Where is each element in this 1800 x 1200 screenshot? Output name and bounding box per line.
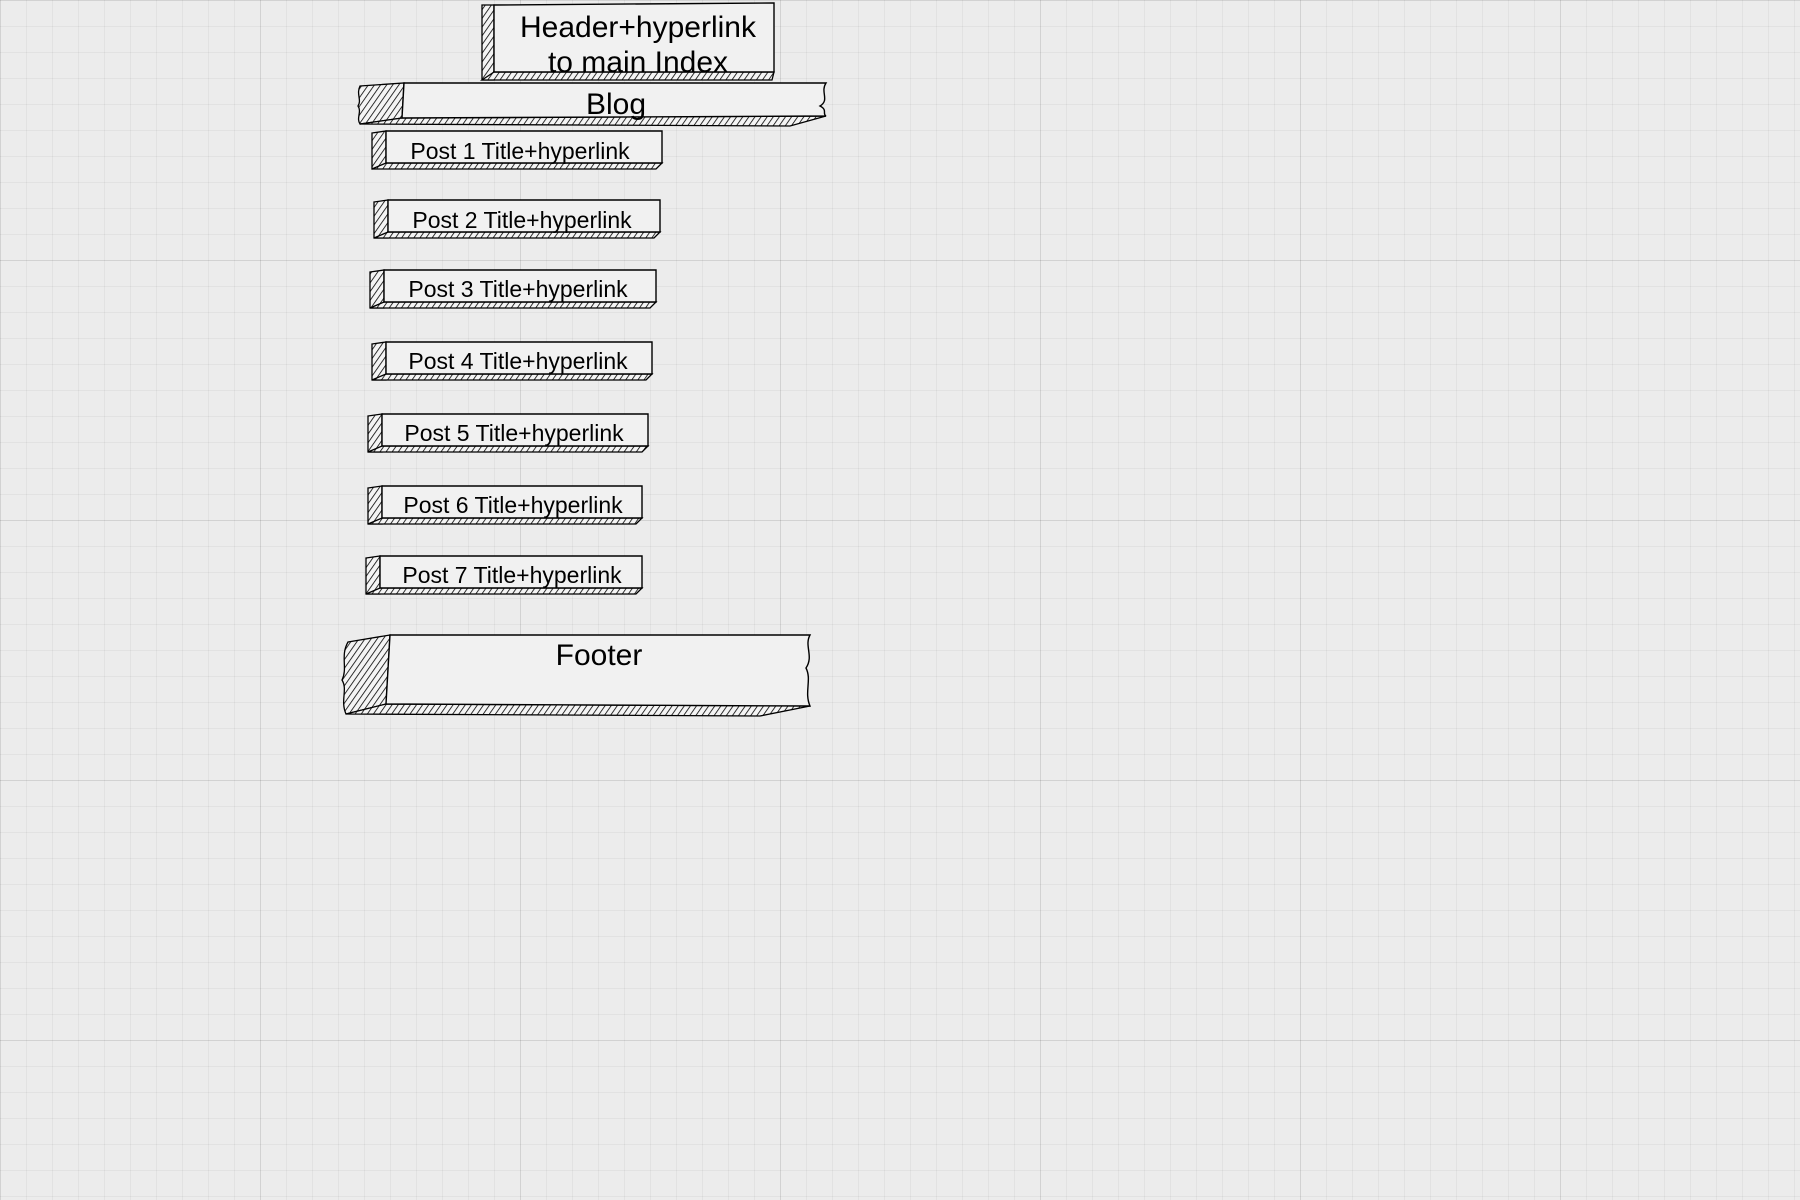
post-link-2[interactable]: Post 2 Title+hyperlink <box>373 199 662 239</box>
post-link-1[interactable]: Post 1 Title+hyperlink <box>371 130 664 170</box>
blog-banner: Blog <box>357 82 828 127</box>
footer-label: Footer <box>556 639 643 672</box>
post-title-6[interactable]: Post 6 Title+hyperlink <box>403 492 623 518</box>
post-title-7[interactable]: Post 7 Title+hyperlink <box>402 562 622 588</box>
header-link-block[interactable]: Header+hyperlink to main Index <box>479 2 775 81</box>
header-title-line2[interactable]: to main Index <box>548 46 728 79</box>
post-title-4[interactable]: Post 4 Title+hyperlink <box>408 348 628 374</box>
post-link-6[interactable]: Post 6 Title+hyperlink <box>367 485 644 525</box>
post-title-2[interactable]: Post 2 Title+hyperlink <box>412 207 632 233</box>
post-link-4[interactable]: Post 4 Title+hyperlink <box>371 341 654 381</box>
header-title-line1[interactable]: Header+hyperlink <box>520 11 757 44</box>
footer-banner: Footer <box>341 634 812 717</box>
post-title-3[interactable]: Post 3 Title+hyperlink <box>408 276 628 302</box>
blog-title: Blog <box>586 88 646 121</box>
post-link-7[interactable]: Post 7 Title+hyperlink <box>365 555 644 595</box>
post-link-5[interactable]: Post 5 Title+hyperlink <box>367 413 650 453</box>
post-link-3[interactable]: Post 3 Title+hyperlink <box>369 269 658 309</box>
post-title-5[interactable]: Post 5 Title+hyperlink <box>404 420 624 446</box>
post-title-1[interactable]: Post 1 Title+hyperlink <box>410 138 630 164</box>
